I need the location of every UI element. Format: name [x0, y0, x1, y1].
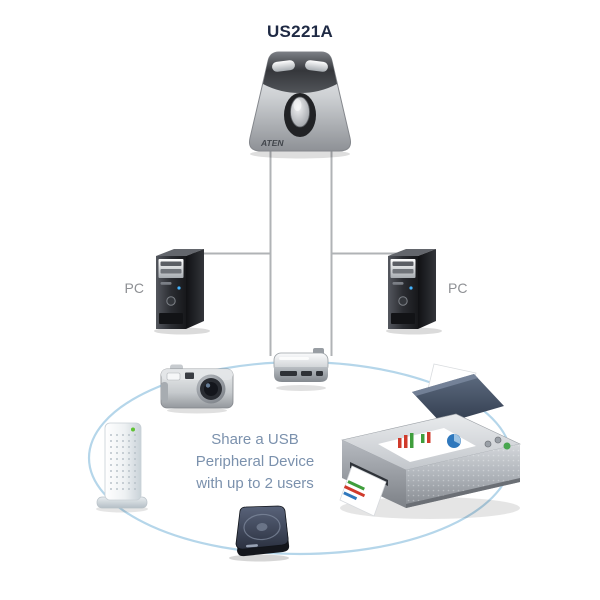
pc-tower-icon: [153, 248, 211, 335]
digital-camera: [158, 362, 236, 414]
usb-card-reader: [270, 344, 332, 392]
printer-button: [484, 440, 492, 448]
pc-label-right: PC: [448, 280, 468, 296]
disc-drive-icon: [229, 505, 290, 562]
portable-disc-drive: [222, 503, 296, 563]
card-reader-icon: [273, 348, 329, 391]
caption-line-2: Peripheral Device: [195, 453, 315, 470]
aten-logo: ATEN: [260, 138, 284, 148]
output-page-graphics: [343, 480, 366, 501]
caption: Share a USB Peripheral Device with up to…: [150, 429, 360, 495]
page-title: US221A: [266, 22, 334, 41]
camera-lens: [204, 382, 218, 396]
drive-tower-icon: [96, 422, 148, 513]
pc-tower-icon: [385, 248, 443, 335]
usb-switch-icon: ATEN: [249, 51, 351, 159]
printer-power-button: [503, 442, 511, 450]
port-select-button-1: [272, 60, 295, 72]
usb-switch-device: ATEN: [240, 48, 360, 160]
camera-icon: [160, 364, 234, 414]
camera-viewfinder: [185, 372, 194, 379]
caption-line-1: Share a USB: [211, 431, 299, 448]
caption-line-3: with up to 2 users: [196, 475, 314, 492]
pc-tower-left: [148, 243, 220, 335]
printed-page-graphics: [398, 432, 461, 448]
camera-flash: [166, 372, 181, 381]
inkjet-printer: [326, 358, 526, 530]
printer-output-page: [339, 465, 387, 517]
pc-tower-right: [380, 243, 452, 335]
port-select-button-2: [305, 60, 328, 72]
pc-label-left: PC: [124, 280, 144, 296]
power-led: [131, 427, 135, 432]
printer-icon: [339, 363, 521, 519]
printer-button: [494, 436, 502, 444]
external-drive-tower: [90, 420, 154, 514]
